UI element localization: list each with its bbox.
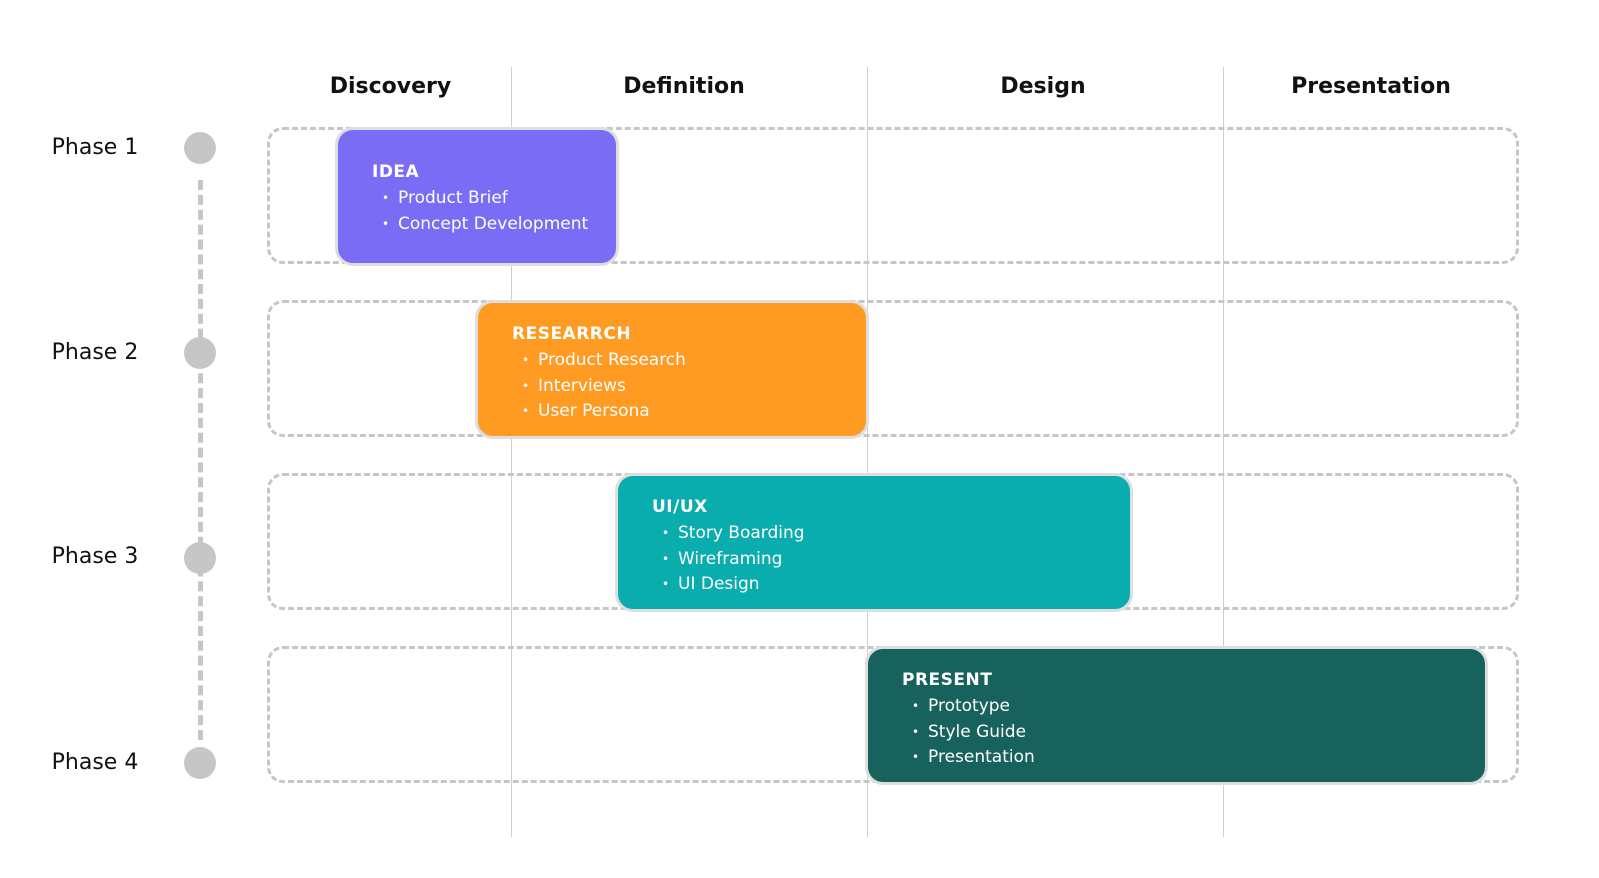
phase-1-label: Phase 1: [51, 135, 139, 160]
column-divider: [511, 67, 512, 837]
task-card-research: RESEARRCH Product Research Interviews Us…: [475, 300, 869, 439]
task-title: UI/UX: [652, 497, 708, 517]
phase-3-dot: [184, 542, 216, 574]
task-card-idea: IDEA Product Brief Concept Development: [335, 127, 619, 266]
column-divider: [867, 67, 868, 837]
task-item: Concept Development: [372, 212, 616, 238]
task-item: Wireframing: [652, 547, 1130, 573]
column-divider: [1223, 67, 1224, 837]
task-item: Presentation: [902, 745, 1485, 771]
phase-1-band: [267, 127, 1519, 264]
task-card-present: PRESENT Prototype Style Guide Presentati…: [865, 646, 1488, 785]
phase-2-label: Phase 2: [51, 340, 139, 365]
task-items: Product Brief Concept Development: [372, 186, 616, 237]
task-items: Product Research Interviews User Persona: [512, 348, 866, 425]
column-header-discovery: Discovery: [329, 74, 452, 99]
task-items: Prototype Style Guide Presentation: [902, 694, 1485, 771]
phase-2-dot: [184, 337, 216, 369]
phase-2-band: [267, 300, 1519, 437]
task-item: Story Boarding: [652, 521, 1130, 547]
task-item: Style Guide: [902, 720, 1485, 746]
task-item: Interviews: [512, 374, 866, 400]
task-card-uiux: UI/UX Story Boarding Wireframing UI Desi…: [615, 473, 1133, 612]
task-item: Product Research: [512, 348, 866, 374]
task-title: IDEA: [372, 162, 420, 182]
task-item: User Persona: [512, 399, 866, 425]
task-title: RESEARRCH: [512, 324, 632, 344]
column-header-definition: Definition: [623, 74, 745, 99]
column-header-presentation: Presentation: [1291, 74, 1451, 99]
phase-timeline: [198, 180, 203, 740]
column-header-design: Design: [1000, 74, 1086, 99]
task-item: Prototype: [902, 694, 1485, 720]
task-item: UI Design: [652, 572, 1130, 598]
task-items: Story Boarding Wireframing UI Design: [652, 521, 1130, 598]
task-item: Product Brief: [372, 186, 616, 212]
phase-1-dot: [184, 132, 216, 164]
phase-4-label: Phase 4: [51, 750, 139, 775]
task-title: PRESENT: [902, 670, 993, 690]
phase-4-dot: [184, 747, 216, 779]
phase-3-label: Phase 3: [51, 544, 139, 569]
